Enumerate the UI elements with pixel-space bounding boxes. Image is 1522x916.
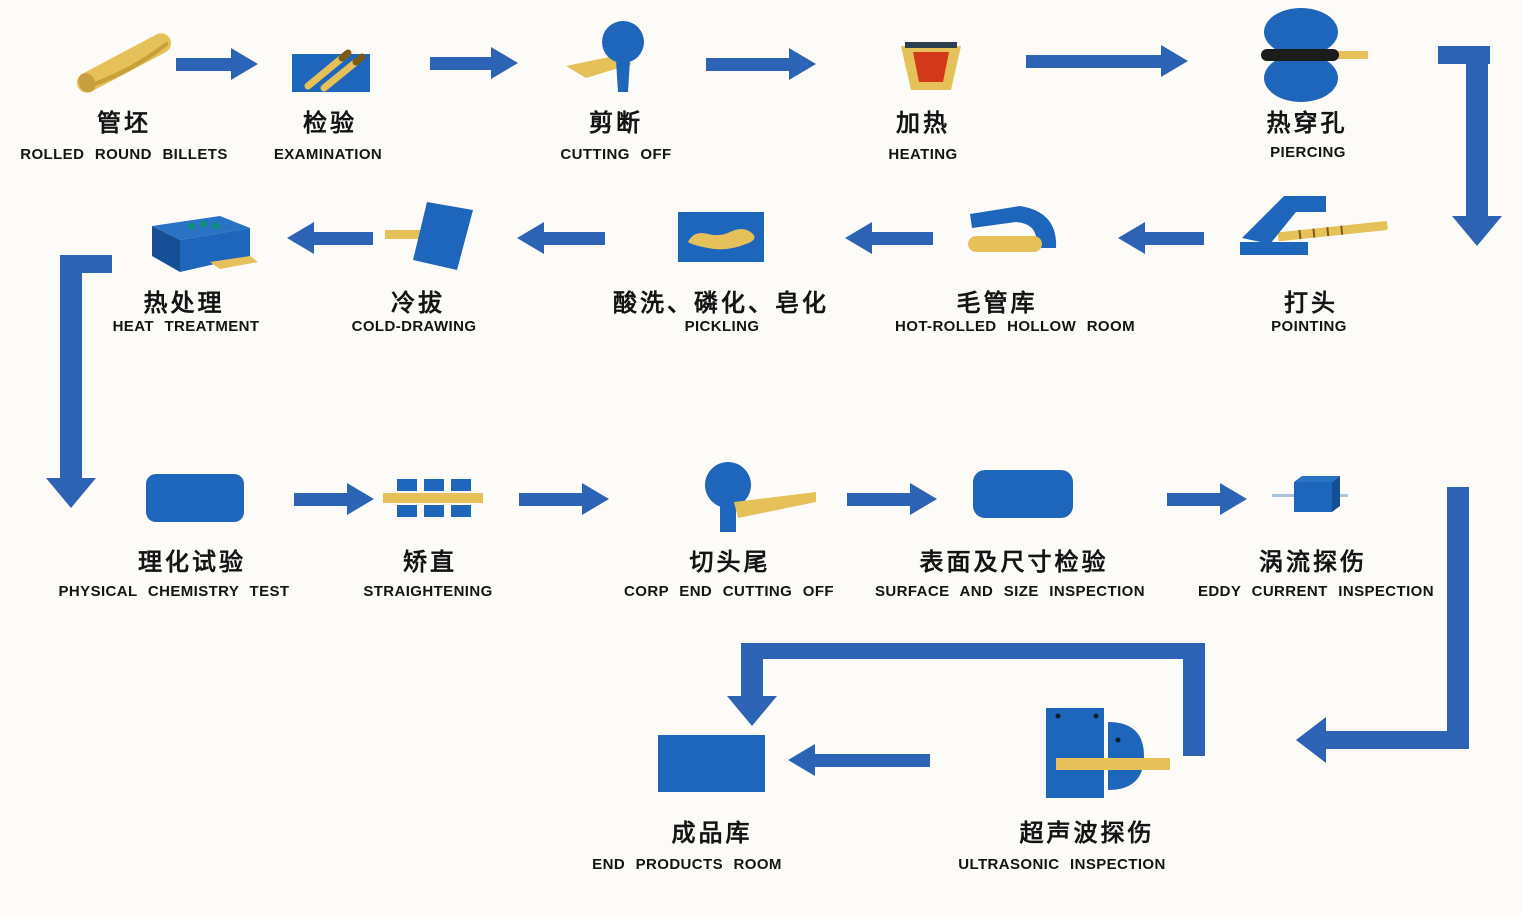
flow-arrow-straightening-to-end-cutting bbox=[519, 483, 609, 515]
label-zh-physical-chemistry-test: 理化试验 bbox=[138, 548, 246, 576]
flow-arrow-pickling-to-cold-drawing bbox=[517, 222, 605, 254]
label-en-heat-treatment: HEAT TREATMENT bbox=[112, 318, 260, 335]
label-zh-heat-treatment: 热处理 bbox=[143, 289, 225, 317]
piercing-rollers-icon bbox=[1256, 6, 1368, 104]
label-en-end-products-room: END PRODUCTS ROOM bbox=[592, 856, 782, 873]
examination-table-icon bbox=[292, 42, 372, 94]
label-en-rolled-round-billets: ROLLED ROUND BILLETS bbox=[20, 146, 228, 163]
label-en-surface-and-size-inspection: SURFACE AND SIZE INSPECTION bbox=[875, 583, 1145, 600]
flow-connector-piercing-to-pointing-vbar bbox=[1466, 46, 1488, 218]
flow-connector-transfer-arrowhead bbox=[727, 696, 777, 726]
label-en-straightening: STRAIGHTENING bbox=[363, 583, 493, 600]
label-zh-heating: 加热 bbox=[896, 109, 950, 137]
flow-arrow-pointing-to-hollow-room bbox=[1118, 222, 1204, 254]
label-zh-end-products-room: 成品库 bbox=[671, 819, 753, 847]
label-zh-ultrasonic-inspection: 超声波探伤 bbox=[1019, 819, 1155, 847]
label-zh-rolled-round-billets: 管坯 bbox=[97, 109, 151, 137]
furnace-icon bbox=[899, 42, 963, 92]
end-cutter-icon bbox=[690, 460, 818, 535]
treatment-furnace-icon bbox=[146, 210, 258, 276]
flow-connector-piercing-to-pointing-arrowhead bbox=[1452, 216, 1502, 246]
billet-rod-icon bbox=[74, 26, 174, 100]
pickling-tank-icon bbox=[678, 212, 764, 262]
eddy-probe-icon bbox=[1272, 474, 1348, 519]
hollow-pipe-rack-icon bbox=[956, 204, 1064, 268]
label-zh-pointing: 打头 bbox=[1284, 289, 1338, 317]
flow-arrow-test-to-straightening bbox=[294, 483, 374, 515]
flow-arrow-end-cutting-to-surface-inspection bbox=[847, 483, 937, 515]
label-zh-pickling: 酸洗、磷化、皂化 bbox=[613, 289, 829, 317]
label-en-piercing: PIERCING bbox=[1270, 144, 1346, 161]
label-en-examination: EXAMINATION bbox=[273, 146, 383, 163]
label-en-pointing: POINTING bbox=[1271, 318, 1347, 335]
flow-arrow-ultrasonic-to-end-products bbox=[788, 744, 930, 776]
shear-cutter-icon bbox=[566, 20, 658, 98]
flow-connector-eddy-to-ultrasonic-hbar bbox=[1326, 731, 1469, 749]
label-en-heating: HEATING bbox=[888, 146, 958, 163]
flow-connector-transfer-vbar-left bbox=[741, 643, 763, 700]
label-zh-eddy-current-inspection: 涡流探伤 bbox=[1259, 548, 1367, 576]
label-zh-cutting-off: 剪断 bbox=[589, 109, 643, 137]
ultrasonic-machine-icon bbox=[1040, 706, 1170, 802]
test-bench-icon bbox=[146, 474, 244, 522]
label-zh-examination: 检验 bbox=[303, 109, 357, 137]
label-zh-piercing: 热穿孔 bbox=[1266, 109, 1348, 137]
label-en-pickling: PICKLING bbox=[684, 318, 760, 335]
products-store-icon bbox=[658, 735, 765, 792]
flow-connector-transfer-hbar bbox=[741, 643, 1205, 659]
inspection-bench-icon bbox=[973, 470, 1073, 518]
flow-arrow-surface-inspection-to-eddy bbox=[1167, 483, 1247, 515]
label-en-physical-chemistry-test: PHYSICAL CHEMISTRY TEST bbox=[58, 583, 290, 600]
label-zh-corp-end-cutting-off: 切头尾 bbox=[689, 548, 771, 576]
pointing-machine-icon bbox=[1238, 192, 1390, 272]
flow-connector-transfer-vbar-right bbox=[1183, 643, 1205, 756]
label-zh-hollow-room: 毛管库 bbox=[956, 289, 1038, 317]
label-zh-surface-and-size-inspection: 表面及尺寸检验 bbox=[919, 548, 1109, 576]
label-en-cutting-off: CUTTING OFF bbox=[560, 146, 672, 163]
flow-arrow-billets-to-examination bbox=[176, 48, 258, 80]
flow-arrow-hollow-room-to-pickling bbox=[845, 222, 933, 254]
flow-connector-eddy-to-ultrasonic-vbar bbox=[1447, 487, 1469, 743]
straightening-rolls-icon bbox=[383, 476, 483, 520]
label-en-ultrasonic-inspection: ULTRASONIC INSPECTION bbox=[958, 856, 1166, 873]
drawing-die-icon bbox=[385, 200, 490, 272]
flow-arrow-cold-drawing-to-heat-treatment bbox=[287, 222, 373, 254]
flow-connector-heat-treatment-to-test-arrowhead bbox=[46, 478, 96, 508]
label-en-eddy-current-inspection: EDDY CURRENT INSPECTION bbox=[1198, 583, 1434, 600]
flow-arrow-heating-to-piercing bbox=[1026, 45, 1188, 77]
flow-connector-eddy-to-ultrasonic-arrowhead bbox=[1296, 717, 1326, 763]
flow-arrow-cutting-to-heating bbox=[706, 48, 816, 80]
flow-arrow-examination-to-cutting bbox=[430, 47, 518, 79]
flow-connector-heat-treatment-to-test-vbar bbox=[60, 255, 82, 481]
label-en-cold-drawing: COLD-DRAWING bbox=[351, 318, 477, 335]
label-en-corp-end-cutting-off: CORP END CUTTING OFF bbox=[624, 583, 834, 600]
label-zh-straightening: 矫直 bbox=[403, 548, 457, 576]
label-zh-cold-drawing: 冷拔 bbox=[391, 289, 445, 317]
label-en-hollow-room: HOT-ROLLED HOLLOW ROOM bbox=[895, 318, 1135, 335]
